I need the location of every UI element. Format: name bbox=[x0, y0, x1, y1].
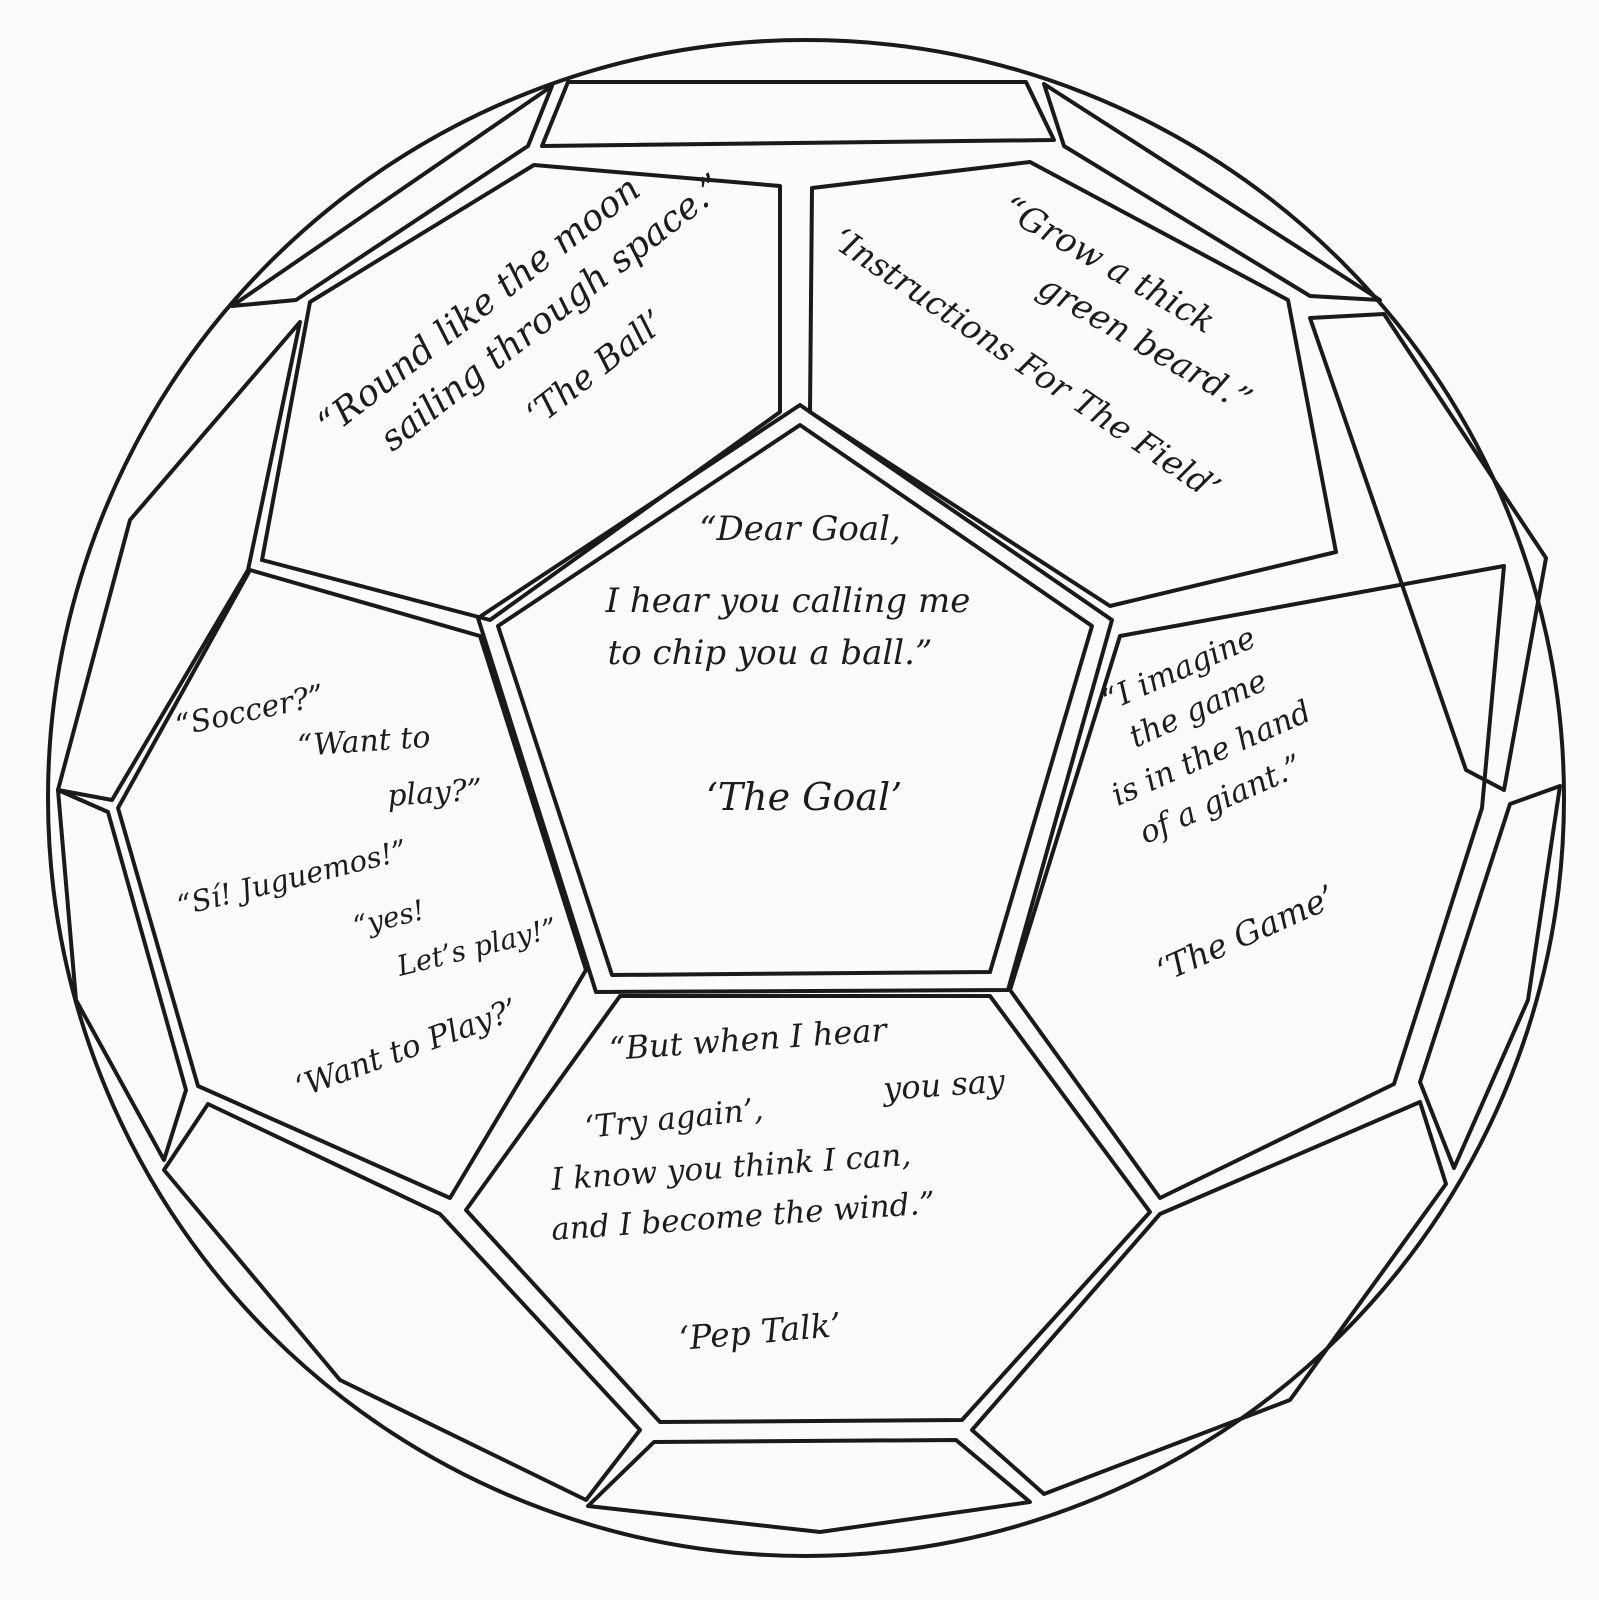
want-to-play-line3: play?” bbox=[386, 772, 483, 814]
rim-right-upper bbox=[1308, 312, 1548, 792]
panel-the-goal: “Dear Goal, I hear you calling me to chi… bbox=[605, 509, 971, 819]
pentagon-bottom bbox=[464, 994, 1152, 1424]
the-goal-title: ‘The Goal’ bbox=[706, 775, 903, 819]
the-goal-line3: to chip you a ball.” bbox=[608, 633, 933, 673]
ball-outline bbox=[46, 38, 1566, 1558]
rim-bottom-left bbox=[162, 1102, 642, 1502]
rim-top bbox=[540, 80, 1056, 148]
ball-outer-circle bbox=[46, 38, 1566, 1558]
rim-left-lower bbox=[56, 788, 188, 1162]
rim-bottom-right bbox=[970, 1100, 1448, 1496]
center-pentagon bbox=[496, 423, 1094, 977]
hex-right bbox=[1008, 564, 1506, 1200]
rim-bottom bbox=[586, 1438, 1032, 1534]
pep-talk-line2: you say bbox=[880, 1062, 1007, 1109]
center-pentagon-seam bbox=[476, 403, 1114, 994]
rim-top-right bbox=[1042, 82, 1382, 302]
the-goal-line2: I hear you calling me bbox=[605, 581, 971, 621]
hex-upper-left bbox=[260, 163, 782, 622]
the-goal-line1: “Dear Goal, bbox=[699, 509, 901, 549]
rim-top-left bbox=[230, 84, 554, 308]
rim-left-upper bbox=[56, 320, 302, 802]
hex-upper-right bbox=[808, 160, 1338, 608]
rim-right-lower bbox=[1418, 784, 1562, 1170]
